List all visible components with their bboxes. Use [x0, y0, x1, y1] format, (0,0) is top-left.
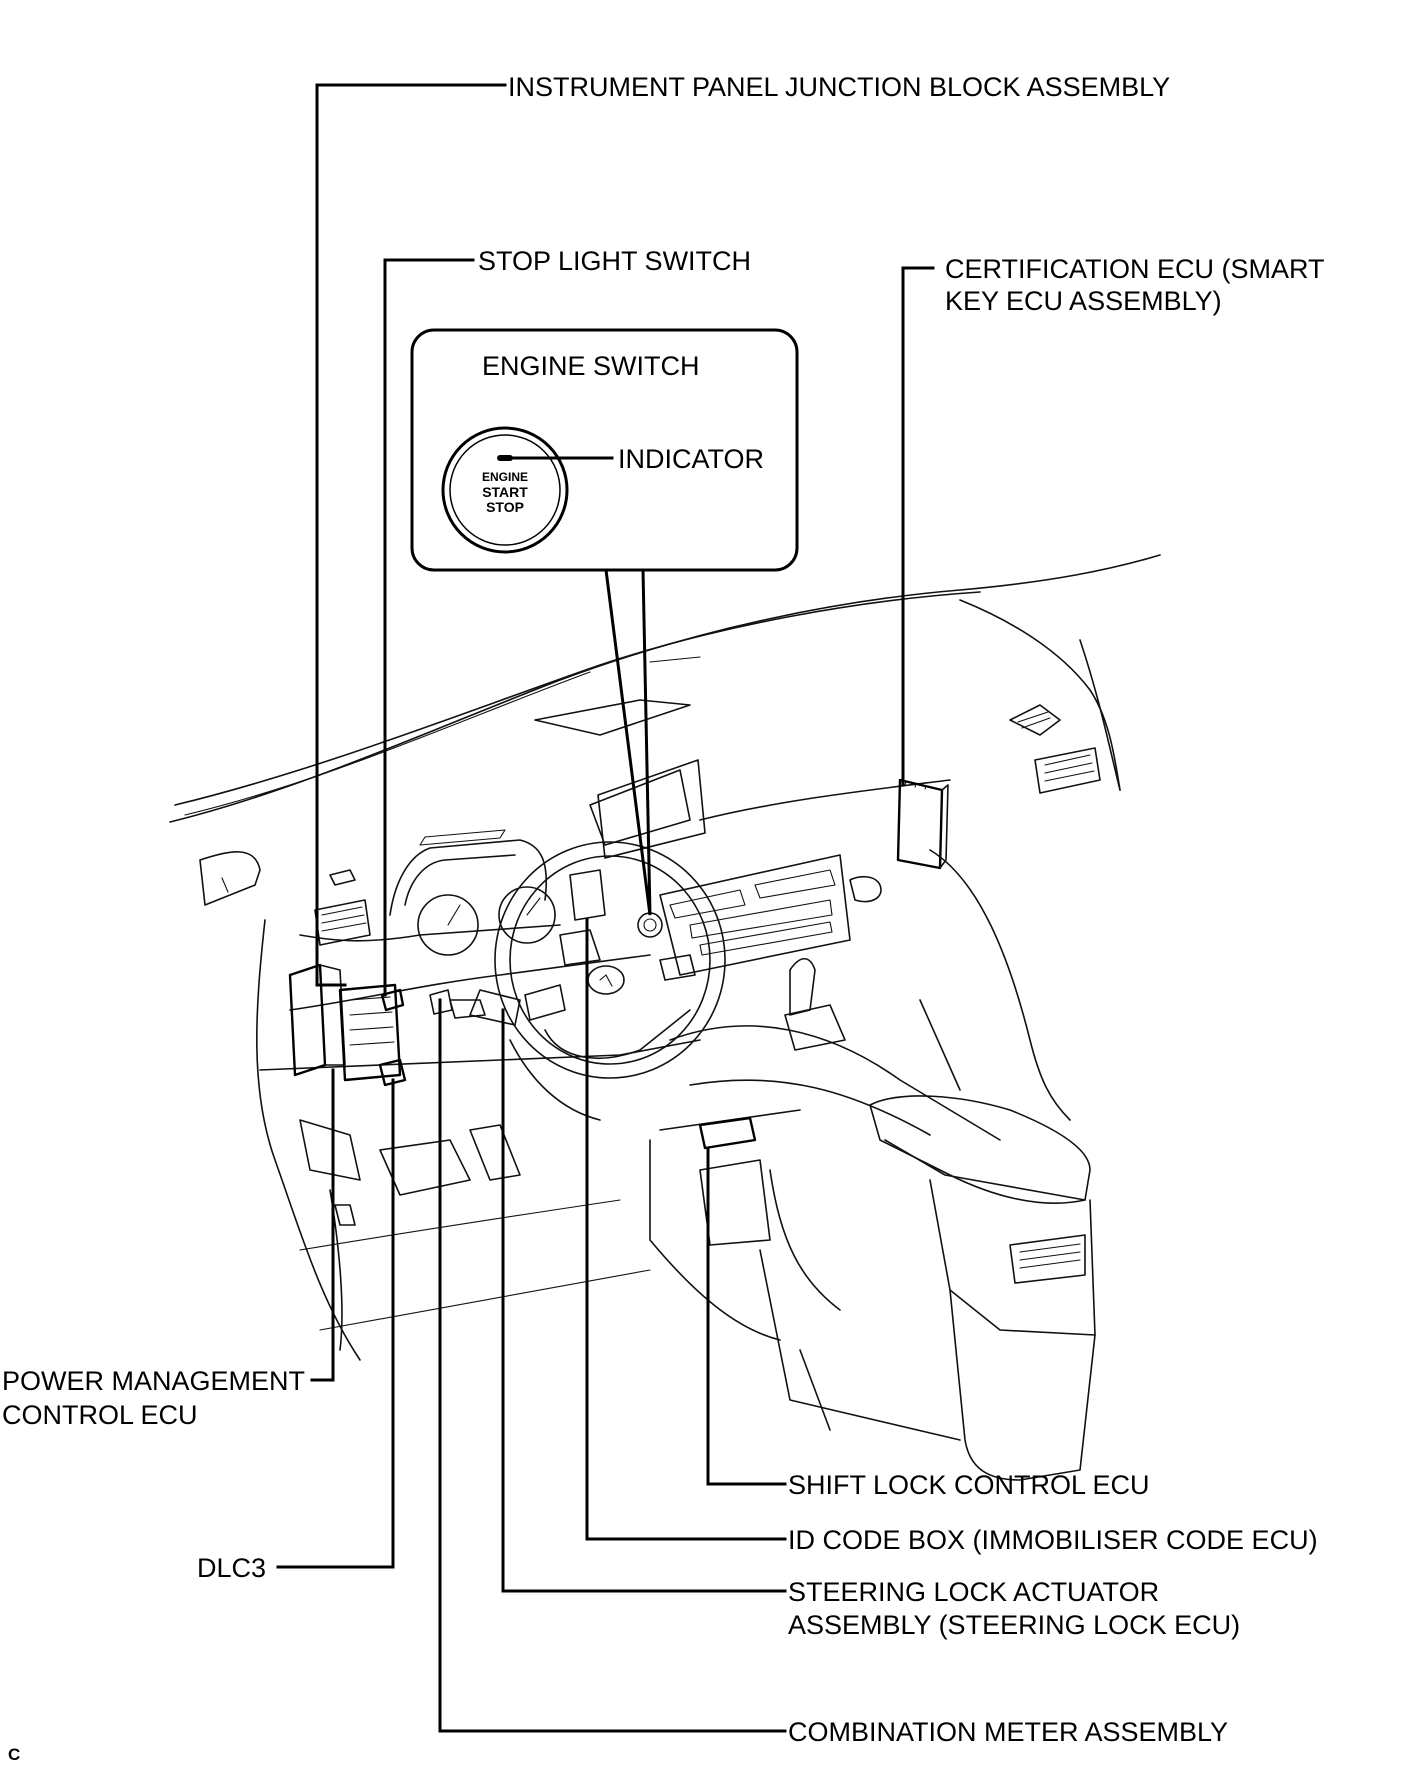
label-certification-ecu-1: CERTIFICATION ECU (SMART — [945, 254, 1325, 284]
label-shift-lock-control-ecu: SHIFT LOCK CONTROL ECU — [788, 1470, 1150, 1500]
label-combination-meter: COMBINATION METER ASSEMBLY — [788, 1717, 1228, 1747]
label-steering-lock-2: ASSEMBLY (STEERING LOCK ECU) — [788, 1610, 1240, 1640]
label-instrument-panel-junction-block: INSTRUMENT PANEL JUNCTION BLOCK ASSEMBLY — [508, 72, 1170, 102]
leader-lines — [276, 83, 935, 1733]
indicator-label: INDICATOR — [618, 444, 764, 474]
label-dlc3: DLC3 — [197, 1553, 266, 1583]
corner-code: C — [8, 1745, 20, 1763]
label-certification-ecu-2: KEY ECU ASSEMBLY) — [945, 286, 1222, 316]
label-power-management-1: POWER MANAGEMENT — [2, 1366, 305, 1396]
label-steering-lock-1: STEERING LOCK ACTUATOR — [788, 1577, 1159, 1607]
engine-switch-title: ENGINE SWITCH — [482, 351, 700, 381]
engine-switch-callout: ENGINE SWITCH INDICATOR ENGINE START STO… — [410, 328, 799, 916]
label-power-management-2: CONTROL ECU — [2, 1400, 198, 1430]
indicator-lamp — [497, 455, 513, 461]
label-id-code-box: ID CODE BOX (IMMOBILISER CODE ECU) — [788, 1525, 1318, 1555]
button-text-start: START — [482, 484, 528, 500]
label-stop-light-switch: STOP LIGHT SWITCH — [478, 246, 751, 276]
button-text-stop: STOP — [486, 499, 524, 515]
button-text-engine: ENGINE — [482, 470, 528, 484]
callout-labels: INSTRUMENT PANEL JUNCTION BLOCK ASSEMBLY… — [2, 72, 1325, 1764]
